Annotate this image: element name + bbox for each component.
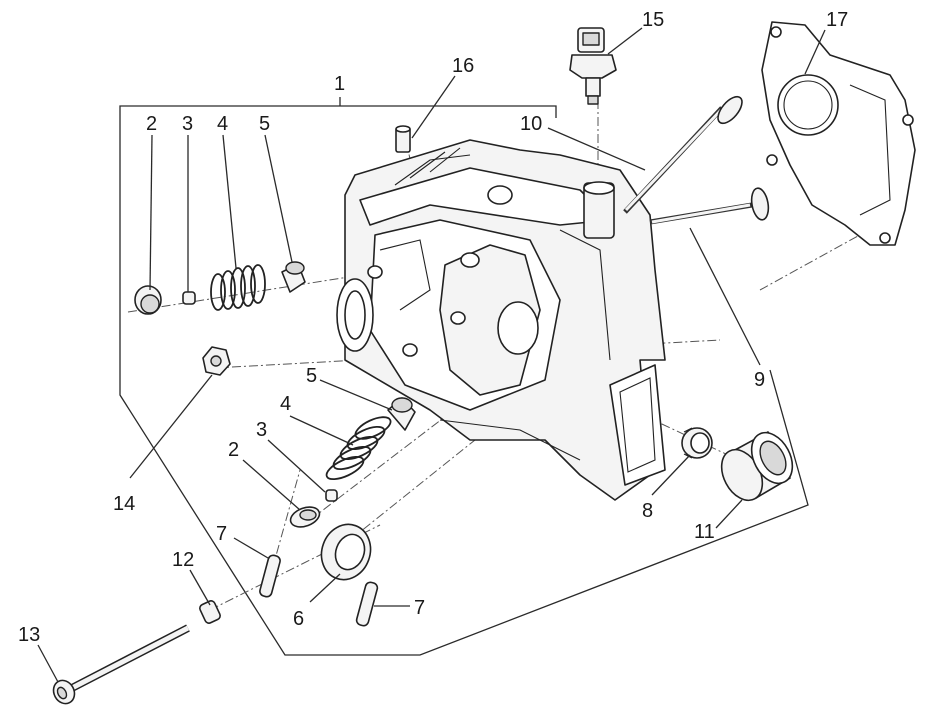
valve-seal-5-upper (281, 261, 306, 293)
callout-13: 13 (18, 624, 40, 646)
callout-3-lower: 3 (256, 419, 267, 441)
spring-cap-2-lower (289, 506, 321, 528)
callout-1: 1 (334, 73, 345, 95)
valve-10 (623, 95, 743, 214)
callout-4-lower: 4 (280, 393, 291, 415)
roller-bearing-11 (720, 431, 794, 502)
callout-labels: 1 2 3 4 5 16 15 17 10 9 5 4 3 2 14 7 12 … (18, 9, 848, 646)
bearing-8 (681, 427, 713, 459)
callout-5-upper: 5 (259, 113, 270, 135)
leader-lines (37, 27, 826, 683)
cylinder-head (336, 139, 666, 501)
callout-5-lower: 5 (306, 365, 317, 387)
callout-2-upper: 2 (146, 113, 157, 135)
callout-15: 15 (642, 9, 664, 31)
dowel-sleeve-16 (395, 125, 411, 153)
valve-cotter-3-lower (325, 489, 338, 502)
head-gasket-17 (761, 21, 916, 246)
washer-6 (320, 523, 372, 581)
callout-2-lower: 2 (228, 439, 239, 461)
callout-3-upper: 3 (182, 113, 193, 135)
callout-7-right: 7 (414, 597, 425, 619)
valve-spring-4-upper (210, 264, 266, 311)
callout-14: 14 (113, 493, 135, 515)
valve-seal-5-lower (387, 397, 416, 431)
callout-7-left: 7 (216, 523, 227, 545)
callout-10: 10 (520, 113, 542, 135)
spring-cap-2-upper (134, 285, 162, 315)
bolt-13 (52, 624, 190, 705)
nut-14 (202, 346, 231, 376)
valve-cotter-3-upper (182, 291, 196, 305)
callout-17: 17 (826, 9, 848, 31)
callout-11: 11 (694, 521, 715, 543)
callout-8: 8 (642, 500, 653, 522)
dowel-pin-7a (259, 554, 281, 598)
callout-16: 16 (452, 55, 474, 77)
callout-6: 6 (293, 608, 304, 630)
temperature-sensor-15 (569, 27, 617, 105)
valve-spring-4-lower (325, 416, 392, 481)
spacer-12 (199, 600, 221, 624)
callout-4-upper: 4 (217, 113, 228, 135)
dowel-pin-7b (355, 581, 379, 627)
assembly-bracket-1 (119, 105, 809, 656)
callout-12: 12 (172, 549, 194, 571)
callout-9: 9 (754, 369, 765, 391)
valve-9 (649, 187, 770, 225)
